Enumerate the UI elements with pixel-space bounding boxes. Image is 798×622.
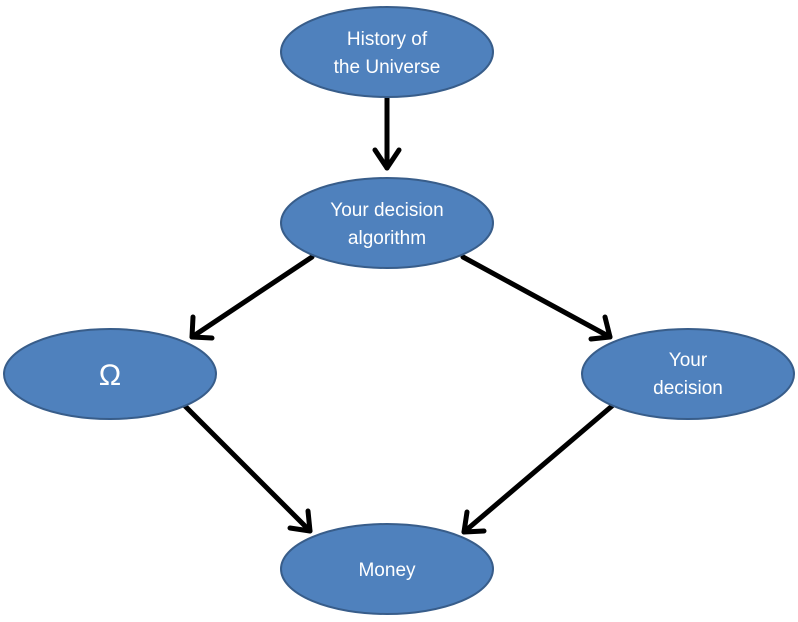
edge-history-to-algorithm xyxy=(372,95,402,171)
svg-text:Money: Money xyxy=(358,560,416,581)
node-algorithm-line-2: algorithm xyxy=(348,228,426,249)
svg-text:decision: decision xyxy=(653,378,723,399)
node-your-decision-algorithm: Your decision algorithm xyxy=(280,177,494,269)
node-money: Money xyxy=(280,523,494,615)
svg-text:Your decision: Your decision xyxy=(330,200,443,221)
node-your-decision: Your decision xyxy=(581,328,795,420)
svg-text:algorithm: algorithm xyxy=(348,228,426,249)
svg-text:Your: Your xyxy=(669,350,708,371)
edge-omega-to-money xyxy=(182,403,313,534)
edge-algorithm-to-decision xyxy=(460,254,613,342)
node-decision-line-1: Your xyxy=(669,350,708,371)
node-algorithm-line-1: Your decision xyxy=(330,200,443,221)
node-money-label: Money xyxy=(358,560,416,581)
node-history-line-2: the Universe xyxy=(334,57,441,78)
svg-text:the Universe: the Universe xyxy=(334,57,441,78)
svg-text:History of: History of xyxy=(347,29,428,50)
edge-algorithm-to-omega xyxy=(189,254,315,341)
svg-text:Ω: Ω xyxy=(99,359,121,392)
node-omega: Ω xyxy=(3,328,217,420)
edge-decision-to-money xyxy=(461,403,615,535)
node-history-line-1: History of xyxy=(347,29,428,50)
node-decision-line-2: decision xyxy=(653,378,723,399)
node-omega-label: Ω xyxy=(99,359,121,392)
node-history-of-the-universe: History of the Universe xyxy=(280,6,494,98)
